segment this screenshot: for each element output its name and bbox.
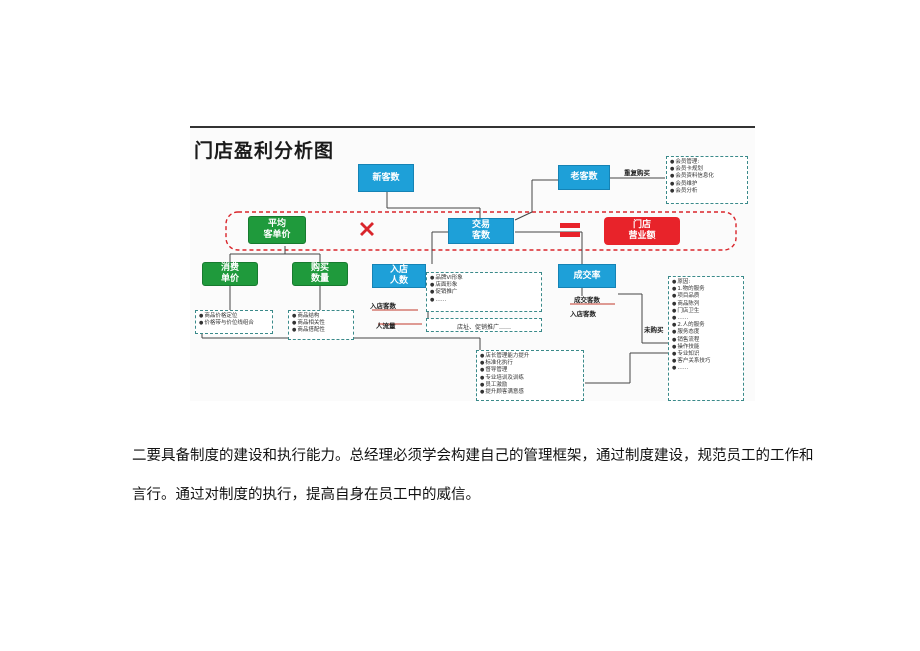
label-enter-count-2: 入店客数 xyxy=(570,310,596,318)
panel-list-item: 价格带与价位线组合 xyxy=(199,320,269,327)
panel-store-note: 店址、促销推广…… xyxy=(426,318,542,332)
paragraph-line-1: 二要具备制度的建设和执行能力。总经理必须学会构建自己的管理框架，通过制度建设，规… xyxy=(132,448,814,464)
panel-list-item: 商品陈列 xyxy=(672,301,740,308)
panel-list-item: 专业知识 xyxy=(672,351,740,358)
panel-list-item: 销售流程 xyxy=(672,337,740,344)
panel-list-item: 专业培训及训练 xyxy=(480,375,580,382)
panel-list-item: 店长管理能力提升 xyxy=(480,353,580,360)
store-note-text: 店址、促销推广…… xyxy=(457,324,512,331)
panel-list-item: 会员维护 xyxy=(670,181,744,188)
panel-list-item: …… xyxy=(672,365,740,372)
node-store-revenue-line2: 营业额 xyxy=(628,231,656,241)
node-transaction-line1: 交易 xyxy=(471,220,490,230)
node-average-price-line1: 平均 xyxy=(267,219,286,229)
panel-list-item: 操作技能 xyxy=(672,344,740,351)
node-enter-count: 入店 人数 xyxy=(372,264,426,288)
store-profit-analysis-figure: 门店盈利分析图 新客数 老客数 重复购买 会员管理:会员卡规划会员资料信息化会员… xyxy=(190,126,755,401)
node-consume-line1: 消费 xyxy=(220,263,239,273)
node-new-customers-label: 新客数 xyxy=(372,172,400,183)
node-store-revenue-line1: 门店 xyxy=(632,220,651,230)
panel-list-item: 2.人的服务 xyxy=(672,322,740,329)
panel-list-item: 督导管理 xyxy=(480,367,580,374)
node-average-price-line2: 客单价 xyxy=(263,230,291,240)
panel-list-item: 会员分析 xyxy=(670,188,744,195)
panel-list-item: 客户关系技巧 xyxy=(672,358,740,365)
panel-list-item: 会员卡规划 xyxy=(670,166,744,173)
panel-member-management: 会员管理:会员卡规划会员资料信息化会员维护会员分析 xyxy=(666,156,748,204)
label-repeat-purchase: 重复购买 xyxy=(624,169,650,177)
panel-list-item: 商品搭配性 xyxy=(292,327,350,334)
figure-title: 门店盈利分析图 xyxy=(194,140,335,162)
node-consume-line2: 单价 xyxy=(220,274,239,284)
panel-reasons: 原因:1.物的服务项目品质商品陈列门店卫生……2.人的服务服务态度销售流程操作技… xyxy=(668,276,744,401)
node-enter-line1: 入店 xyxy=(389,265,408,275)
panel-list-item: 会员管理: xyxy=(670,159,744,166)
panel-list-item: 商品结构 xyxy=(292,313,350,320)
node-purchase-line2: 数量 xyxy=(310,274,329,284)
panel-list-item: 项目品质 xyxy=(672,293,740,300)
panel-list-item: …… xyxy=(430,297,538,304)
node-old-customers-label: 老客数 xyxy=(570,172,598,182)
label-enter-count: 入店客数 xyxy=(370,302,396,310)
panel-list-item: …… xyxy=(672,315,740,322)
node-transaction-line2: 客数 xyxy=(471,231,490,241)
panel-list-item: 门店卫生 xyxy=(672,308,740,315)
panel-list-item: 品牌VI形象 xyxy=(430,275,538,282)
panel-list-item: 商品价格定位 xyxy=(199,313,269,320)
panel-list-item: 1.物的服务 xyxy=(672,286,740,293)
node-purchase-line1: 购买 xyxy=(310,263,329,273)
panel-list-item: 会员资料信息化 xyxy=(670,173,744,180)
node-average-price: 平均 客单价 xyxy=(248,216,306,244)
multiply-icon xyxy=(360,222,374,236)
panel-enter-factors: 品牌VI形象店面形象促销推广…… xyxy=(426,272,542,312)
node-consume-price: 消费 单价 xyxy=(202,262,258,286)
equals-icon xyxy=(560,223,580,239)
panel-list-item: 促销推广 xyxy=(430,289,538,296)
panel-list-item: 提升顾客满意感 xyxy=(480,389,580,396)
node-purchase-quantity: 购买 数量 xyxy=(292,262,348,286)
label-deal-count: 成交客数 xyxy=(574,296,600,304)
node-enter-line2: 人数 xyxy=(389,276,408,286)
node-store-revenue: 门店 营业额 xyxy=(604,217,680,245)
panel-list-item: 商品相关性 xyxy=(292,320,350,327)
node-conversion-rate: 成交率 xyxy=(558,264,616,288)
node-old-customers: 老客数 xyxy=(558,165,610,190)
panel-list-item: 员工激励 xyxy=(480,382,580,389)
panel-list-item: 店面形象 xyxy=(430,282,538,289)
panel-staff-management: 店长管理能力提升标准化执行督导管理专业培训及训练员工激励提升顾客满意感 xyxy=(476,350,584,401)
panel-purchase-quantity: 商品结构商品相关性商品搭配性 xyxy=(288,310,354,340)
paragraph-line-2: 言行。通过对制度的执行，提高自身在员工中的威信。 xyxy=(132,487,480,503)
label-foot-traffic: 人流量 xyxy=(376,322,396,330)
node-conversion-label: 成交率 xyxy=(573,270,601,281)
node-transaction-customers: 交易 客数 xyxy=(448,218,514,244)
node-new-customers: 新客数 xyxy=(358,164,414,192)
panel-list-item: 标准化执行 xyxy=(480,360,580,367)
panel-consume-price: 商品价格定位价格带与价位线组合 xyxy=(195,310,273,334)
panel-list-item: 服务态度 xyxy=(672,329,740,336)
panel-list-item: 原因: xyxy=(672,279,740,286)
label-not-purchased: 未购买 xyxy=(644,326,664,334)
